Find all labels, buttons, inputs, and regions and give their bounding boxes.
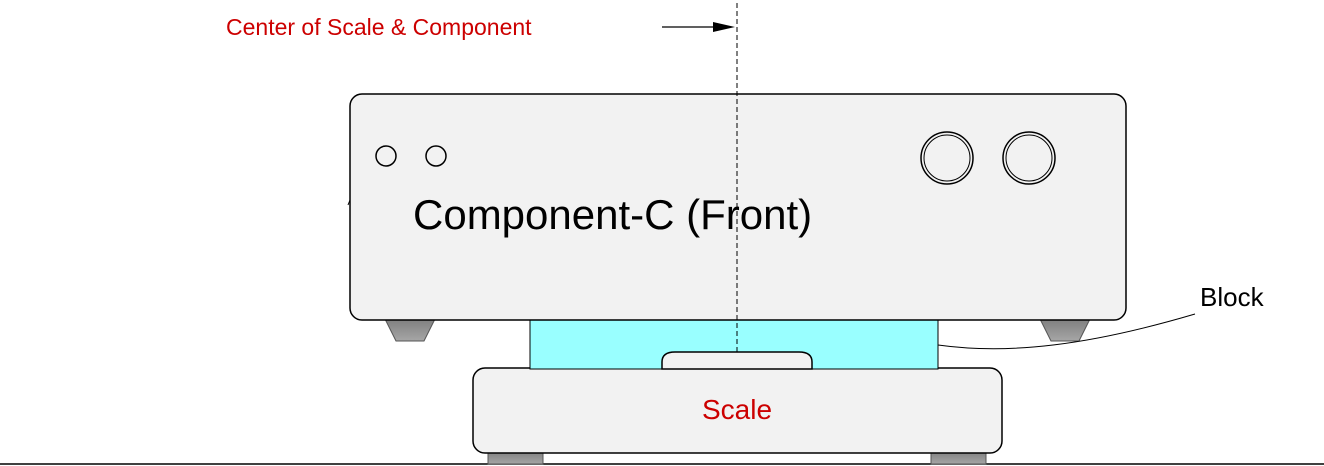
component-edge-mark — [347, 199, 351, 206]
small-button-left — [375, 145, 397, 167]
component-foot-left — [384, 318, 436, 342]
scale-label: Scale — [702, 394, 772, 425]
center-label: Center of Scale & Component — [226, 14, 532, 40]
block-label: Block — [1200, 282, 1265, 312]
component-body — [349, 93, 1127, 321]
knob-right — [1002, 131, 1056, 185]
component-label: Component-C (Front) — [413, 191, 812, 238]
small-button-right — [425, 145, 447, 167]
scale-platform — [661, 351, 813, 370]
knob-left — [920, 131, 974, 185]
component-foot-right — [1039, 318, 1091, 342]
block-leader-line — [937, 313, 1196, 350]
center-arrow-head — [713, 22, 735, 32]
